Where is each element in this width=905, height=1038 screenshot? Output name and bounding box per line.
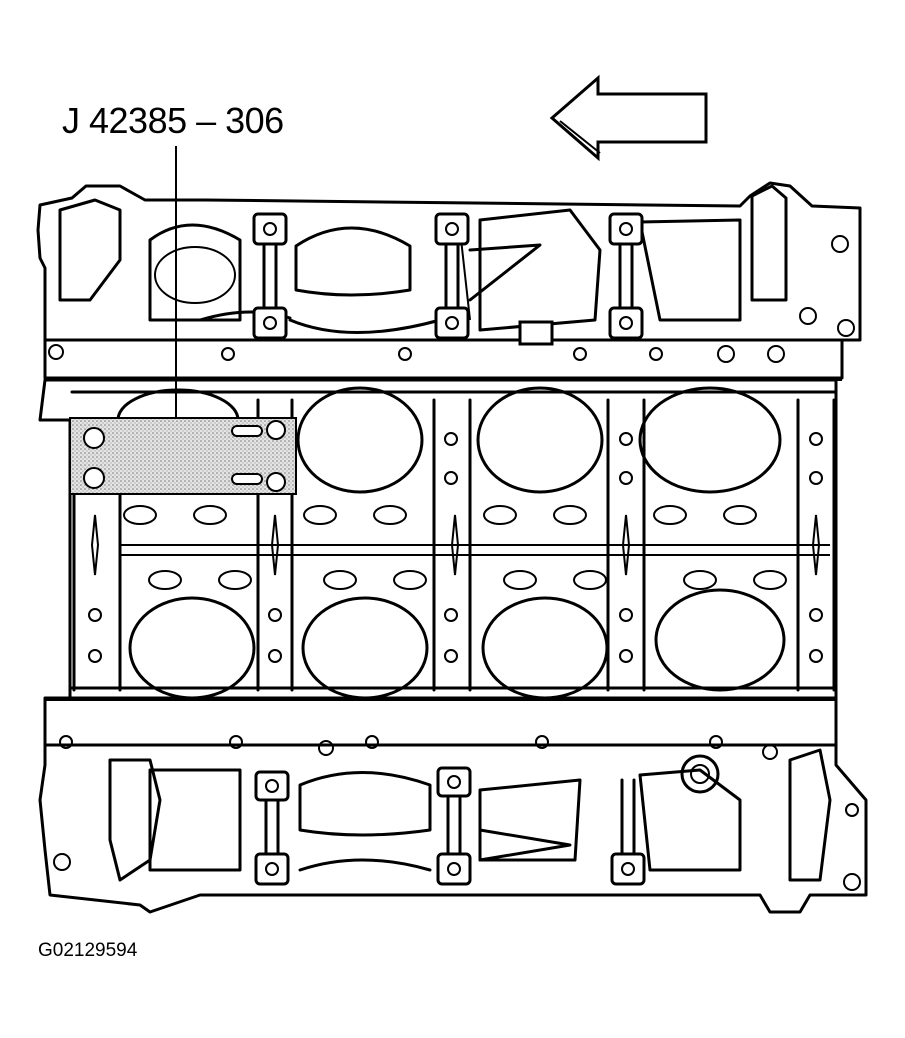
tool-plate bbox=[69, 417, 297, 495]
lower-bank bbox=[38, 696, 868, 914]
direction-arrow-icon bbox=[549, 74, 708, 162]
tool-callout-label: J 42385 – 306 bbox=[62, 100, 284, 141]
figure-id-label: G02129594 bbox=[38, 940, 138, 961]
upper-bank bbox=[36, 181, 862, 381]
